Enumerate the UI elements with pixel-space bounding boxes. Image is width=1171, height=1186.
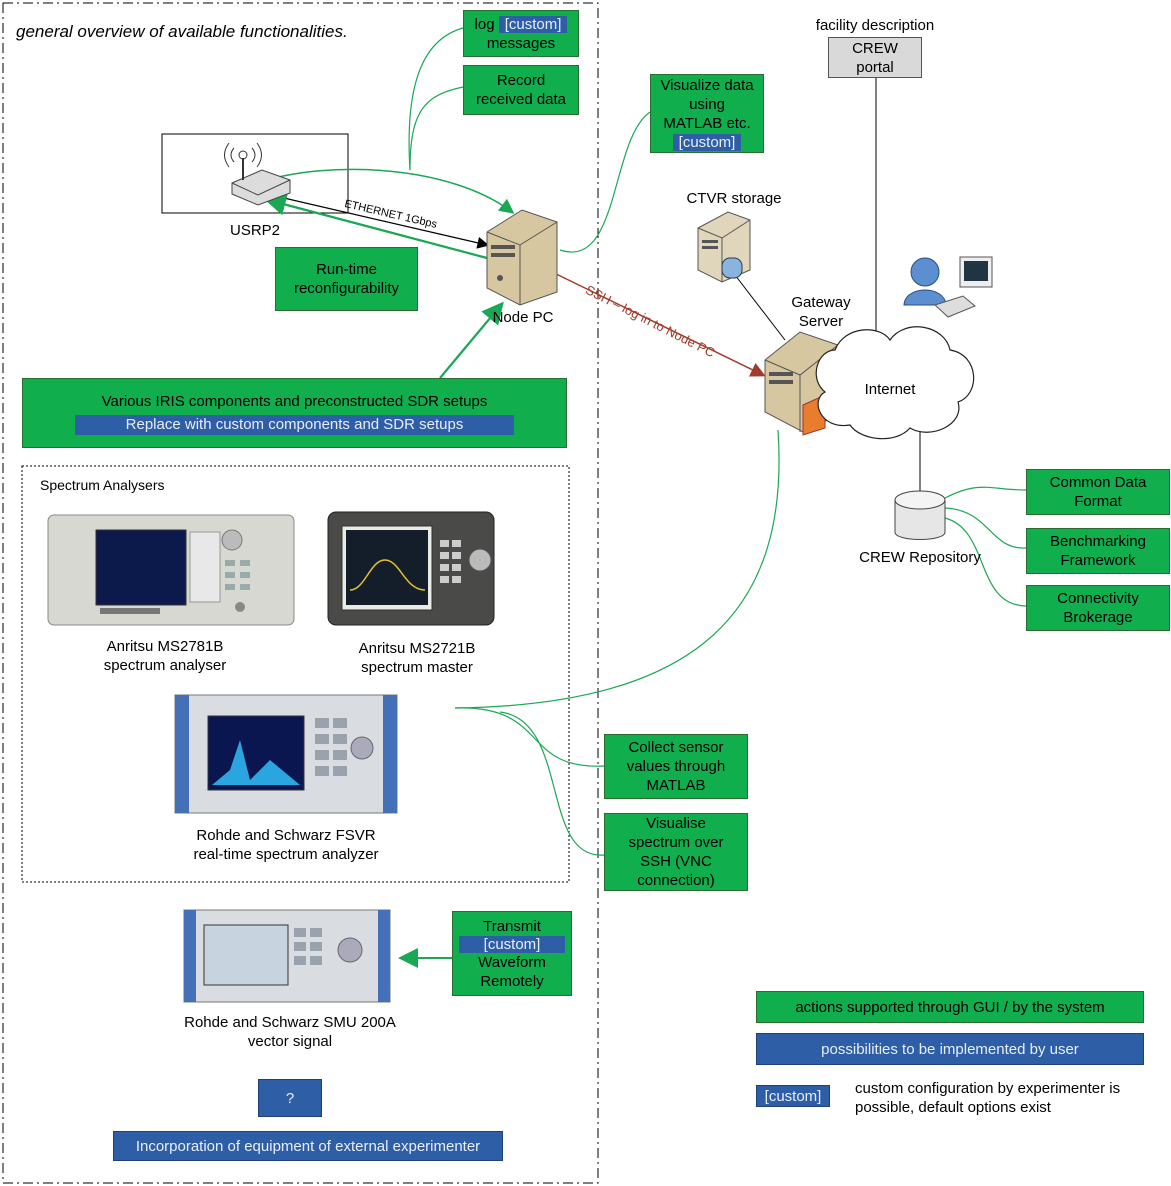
ms2781b-label: Anritsu MS2781B spectrum analyser xyxy=(103,638,227,674)
internet-cloud-icon xyxy=(815,326,975,440)
repository-label: CREW Repository xyxy=(859,549,981,566)
benchmarking-box: Benchmarking Framework xyxy=(1026,528,1170,574)
fsvr-device-image xyxy=(174,694,398,814)
left-region-frame xyxy=(2,2,599,1184)
collect-sensor-box: Collect sensor values through MATLAB xyxy=(604,734,748,799)
transmit-waveform-box: Transmit [custom] Waveform Remotely xyxy=(452,911,572,996)
ms2781b-device-image xyxy=(47,514,295,626)
legend-custom-desc: custom configuration by experimenter is … xyxy=(855,1080,1121,1116)
usrp-device-icon xyxy=(224,142,291,206)
replace-custom-tag: Replace with custom components and SDR s… xyxy=(75,414,514,435)
fsvr-label: Rohde and Schwarz FSVR real-time spectru… xyxy=(193,827,379,863)
node-pc-label: Node PC xyxy=(492,309,554,326)
internet-label: Internet xyxy=(864,381,916,398)
spectrum-title: Spectrum Analysers xyxy=(40,477,165,493)
usrp-label: USRP2 xyxy=(229,222,281,239)
ms2721b-label: Anritsu MS2721B spectrum master xyxy=(358,640,476,676)
custom-tag: [custom] xyxy=(498,15,568,33)
legend-green-box: actions supported through GUI / by the s… xyxy=(756,991,1144,1023)
custom-tag: [custom] xyxy=(459,935,565,953)
log-messages-box: log [custom] messages xyxy=(463,10,579,57)
facility-label: facility description xyxy=(815,17,935,34)
spectrum-frame xyxy=(21,465,570,883)
gateway-label: Gateway Server xyxy=(791,294,851,330)
ctvr-server-icon xyxy=(697,211,751,283)
record-data-box: Record received data xyxy=(463,65,579,115)
visualize-data-box: Visualize data using MATLAB etc. [custom… xyxy=(650,74,764,153)
custom-tag: [custom] xyxy=(672,133,742,151)
smu200a-label: Rohde and Schwarz SMU 200A vector signal xyxy=(184,1014,396,1050)
external-equipment-box: Incorporation of equipment of external e… xyxy=(113,1131,503,1161)
ctvr-label: CTVR storage xyxy=(686,190,782,207)
common-data-format-box: Common Data Format xyxy=(1026,469,1170,515)
diagram-title: general overview of available functional… xyxy=(16,22,348,41)
user-workstation-icon xyxy=(903,256,993,318)
ms2721b-device-image xyxy=(327,511,495,626)
crew-portal-box: CREW portal xyxy=(828,37,922,78)
smu200a-device-image xyxy=(183,909,391,1003)
node-pc-icon xyxy=(486,209,558,306)
repository-database-icon xyxy=(894,490,946,540)
connectivity-box: Connectivity Brokerage xyxy=(1026,585,1170,631)
question-box: ? xyxy=(258,1079,322,1117)
iris-components-box: Various IRIS components and preconstruct… xyxy=(22,378,567,448)
legend-custom-tag: [custom] xyxy=(756,1085,830,1107)
legend-blue-box: possibilities to be implemented by user xyxy=(756,1033,1144,1065)
runtime-reconfig-box: Run-time reconfigurability xyxy=(275,247,418,311)
visualise-spectrum-box: Visualise spectrum over SSH (VNC connect… xyxy=(604,813,748,891)
